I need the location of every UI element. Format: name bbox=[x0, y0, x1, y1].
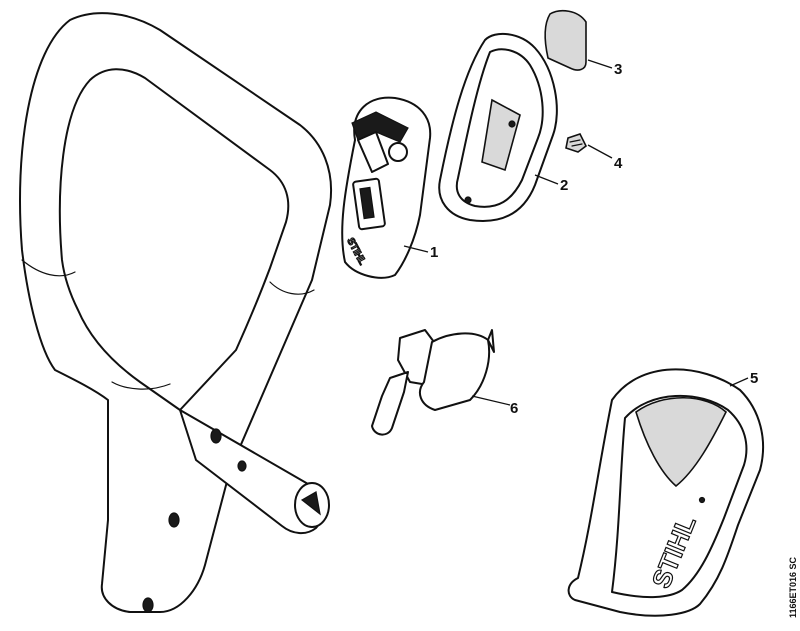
part-2-cover-shell: 2 bbox=[438, 32, 568, 222]
callout-1: 1 bbox=[430, 244, 438, 261]
pivot-boss bbox=[388, 142, 408, 162]
mounting-hole bbox=[237, 460, 247, 472]
part-4-screw: 4 bbox=[565, 133, 623, 172]
callout-leader-1 bbox=[403, 245, 429, 253]
callout-leader-4 bbox=[587, 144, 613, 159]
callout-leader-3 bbox=[587, 59, 613, 69]
part-5-handle-cover: STIHL 5 bbox=[567, 368, 764, 617]
callout-5: 5 bbox=[750, 370, 758, 387]
mounting-hole bbox=[168, 512, 180, 528]
callout-2: 2 bbox=[560, 177, 568, 194]
part-1-switch-housing: STIHL 1 bbox=[341, 96, 438, 279]
mounting-hole bbox=[142, 597, 154, 613]
callout-6: 6 bbox=[510, 400, 518, 417]
switch-lever bbox=[357, 131, 389, 173]
lever-tip bbox=[371, 371, 409, 436]
callout-leader-2 bbox=[534, 174, 559, 185]
mounting-hole bbox=[210, 428, 222, 444]
drawing-id: 1166ET016 SC bbox=[788, 556, 798, 618]
callout-3: 3 bbox=[614, 61, 622, 78]
handlebar-inner-cutout bbox=[58, 68, 290, 411]
part-3-cap-plate: 3 bbox=[544, 9, 622, 78]
callout-leader-5 bbox=[729, 377, 749, 387]
part-6-throttle-lever: 6 bbox=[371, 329, 518, 436]
callout-4: 4 bbox=[614, 155, 623, 172]
callout-leader-6 bbox=[471, 395, 511, 406]
handlebar bbox=[19, 12, 332, 613]
